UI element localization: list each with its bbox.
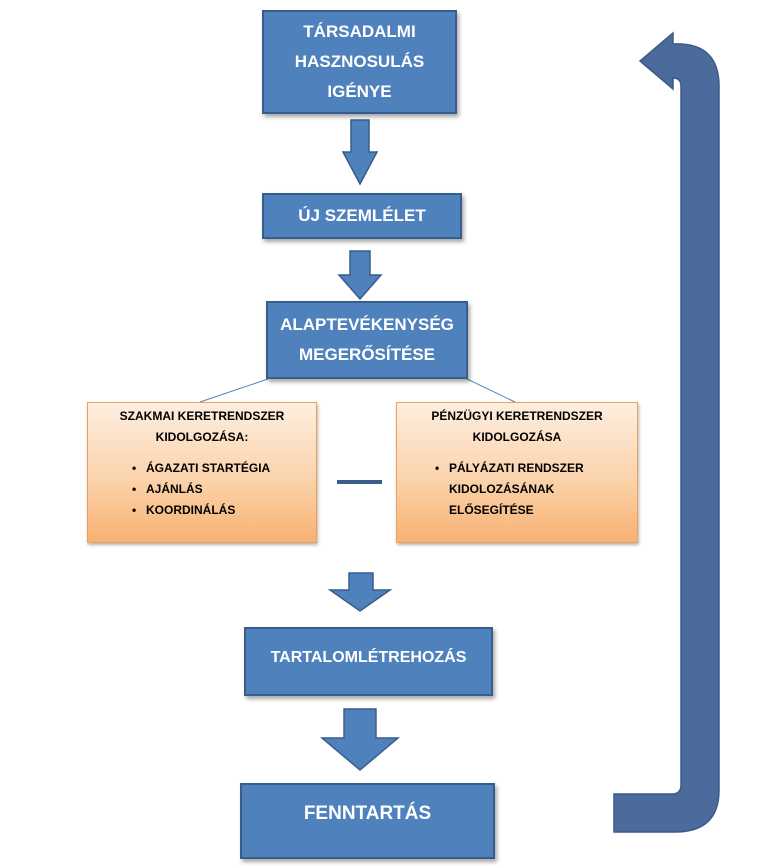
box-core-activity-line-2: MEGERŐSÍTÉSE: [298, 345, 436, 364]
list-item: • AJÁNLÁS: [132, 479, 316, 500]
financial-framework-title-line-1: PÉNZÜGYI KERETRENDSZER: [431, 409, 603, 423]
list-item-line-1: PÁLYÁZATI RENDSZER: [449, 461, 584, 475]
down-arrow-2: [337, 250, 383, 301]
list-item-label: ÁGAZATI STARTÉGIA: [146, 461, 271, 475]
down-arrow-3: [327, 572, 393, 612]
box-new-view-label: ÚJ SZEMLÉLET: [298, 206, 426, 225]
list-item: • KOORDINÁLÁS: [132, 500, 316, 521]
list-item-label: AJÁNLÁS: [146, 482, 203, 496]
list-item-line-3: ELŐSEGÍTÉSE: [449, 503, 534, 517]
box-content-creation-label: TARTALOMLÉTREHOZÁS: [270, 649, 467, 666]
box-content-creation: TARTALOMLÉTREHOZÁS: [244, 627, 493, 696]
bullet-icon: •: [435, 461, 440, 475]
box-new-view: ÚJ SZEMLÉLET: [262, 193, 462, 239]
box-social-need-line-3: IGÉNYE: [327, 82, 392, 101]
framework-link-dash: [337, 480, 382, 484]
box-maintenance-label: FENNTARTÁS: [303, 803, 432, 824]
box-social-need: TÁRSADALMI HASZNOSULÁS IGÉNYE: [262, 10, 457, 114]
list-item: • PÁLYÁZATI RENDSZER KIDOLOZÁSÁNAK ELŐSE…: [435, 458, 637, 521]
professional-framework-title: SZAKMAI KERETRENDSZER KIDOLGOZÁSA:: [88, 406, 316, 448]
box-social-need-line-1: TÁRSADALMI: [303, 22, 416, 41]
down-arrow-1: [341, 119, 379, 186]
box-core-activity-line-1: ALAPTEVÉKENYSÉG: [280, 315, 454, 334]
bullet-icon: •: [132, 482, 137, 496]
professional-framework-title-line-1: SZAKMAI KERETRENDSZER: [119, 409, 285, 423]
professional-framework-box: SZAKMAI KERETRENDSZER KIDOLGOZÁSA: • ÁGAZ…: [87, 402, 317, 543]
box-social-need-line-2: HASZNOSULÁS: [294, 52, 425, 71]
connector-line-left: [199, 378, 269, 403]
box-core-activity: ALAPTEVÉKENYSÉG MEGERŐSÍTÉSE: [266, 301, 468, 379]
list-item-label: KOORDINÁLÁS: [146, 503, 236, 517]
financial-framework-list: • PÁLYÁZATI RENDSZER KIDOLOZÁSÁNAK ELŐSE…: [435, 458, 637, 521]
return-arrow: [613, 31, 720, 833]
financial-framework-title-line-2: KIDOLGOZÁSA: [472, 430, 562, 444]
bullet-icon: •: [132, 461, 137, 475]
down-arrow-4: [319, 708, 401, 771]
bullet-icon: •: [132, 503, 137, 517]
financial-framework-box: PÉNZÜGYI KERETRENDSZER KIDOLGOZÁSA • PÁL…: [396, 402, 638, 543]
box-maintenance: FENNTARTÁS: [240, 783, 495, 859]
list-item-line-2: KIDOLOZÁSÁNAK: [449, 482, 555, 496]
financial-framework-title: PÉNZÜGYI KERETRENDSZER KIDOLGOZÁSA: [397, 406, 637, 448]
connector-line-right: [466, 378, 516, 403]
professional-framework-title-line-2: KIDOLGOZÁSA:: [155, 430, 249, 444]
list-item: • ÁGAZATI STARTÉGIA: [132, 458, 316, 479]
professional-framework-list: • ÁGAZATI STARTÉGIA • AJÁNLÁS • KOORDINÁLÁS: [132, 458, 316, 521]
